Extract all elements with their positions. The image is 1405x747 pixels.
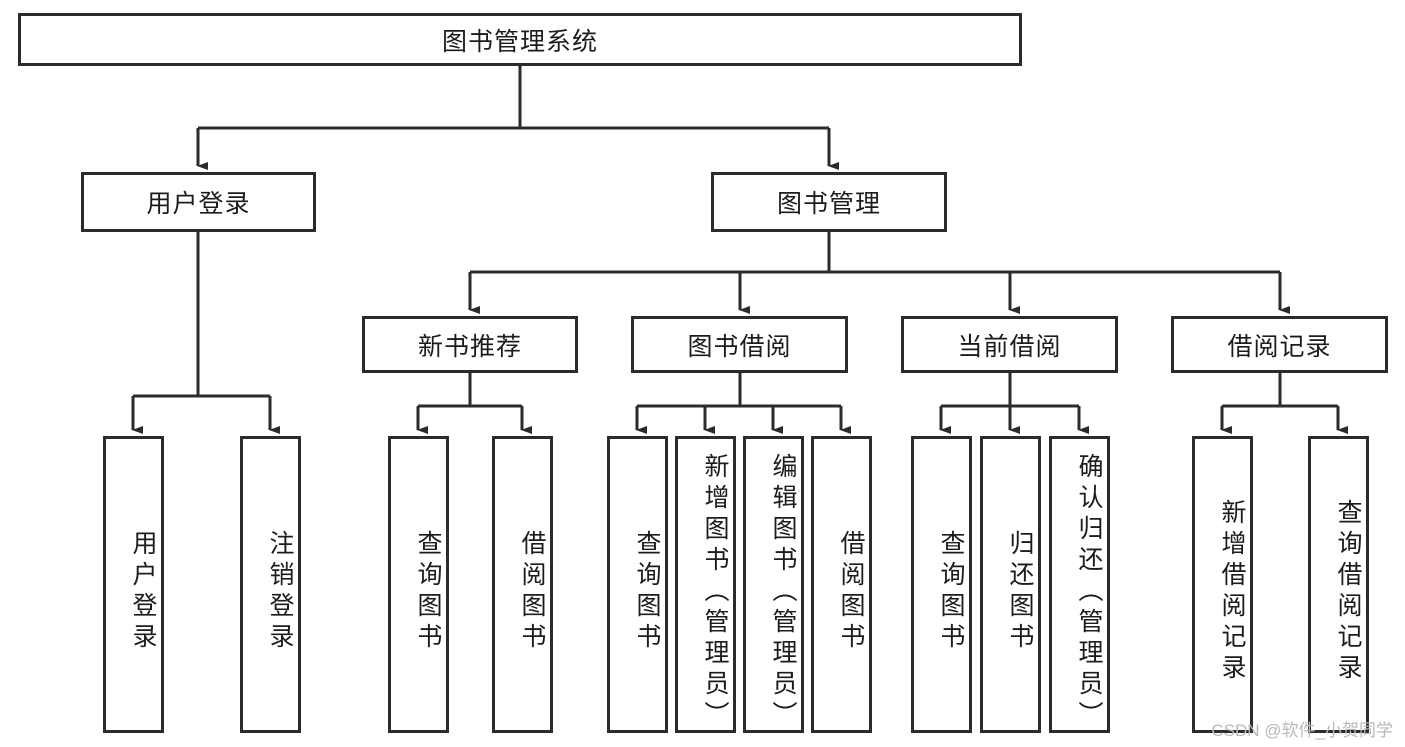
node-label: 查询图书 bbox=[937, 529, 965, 654]
node-label: 图书管理 bbox=[776, 190, 881, 218]
watermark-text: CSDN @软件_小贺同学 bbox=[1211, 721, 1393, 740]
node-label: 新增借阅记录 bbox=[1218, 498, 1246, 685]
node-label: 借阅记录 bbox=[1227, 332, 1332, 361]
node-label: 新增图书（管理员） bbox=[701, 453, 729, 732]
node-submodule-book-borrowing[interactable]: 图书借阅 bbox=[631, 316, 848, 373]
node-leaf-edit-book-admin[interactable]: 编辑图书（管理员） bbox=[743, 436, 804, 733]
node-label: 查询借阅记录 bbox=[1334, 498, 1362, 685]
node-label: 用户登录 bbox=[129, 529, 157, 654]
node-leaf-borrow-books-recommendation[interactable]: 借阅图书 bbox=[492, 436, 553, 733]
node-label: 编辑图书（管理员） bbox=[769, 453, 797, 732]
node-module-user-login[interactable]: 用户登录 bbox=[81, 172, 316, 232]
node-label: 当前借阅 bbox=[957, 332, 1062, 361]
node-leaf-query-books-current[interactable]: 查询图书 bbox=[911, 436, 972, 733]
node-label: 查询图书 bbox=[633, 529, 661, 654]
node-leaf-add-borrowing-record[interactable]: 新增借阅记录 bbox=[1192, 436, 1253, 733]
node-module-book-management[interactable]: 图书管理 bbox=[711, 172, 947, 232]
node-leaf-borrow-books-borrowing[interactable]: 借阅图书 bbox=[811, 436, 872, 733]
node-leaf-add-book-admin[interactable]: 新增图书（管理员） bbox=[675, 436, 736, 733]
node-label: 用户登录 bbox=[146, 190, 251, 218]
node-label: 图书借阅 bbox=[687, 332, 792, 361]
node-label: 查询图书 bbox=[414, 529, 442, 654]
node-label: 借阅图书 bbox=[518, 529, 546, 654]
node-label: 新书推荐 bbox=[417, 332, 522, 361]
node-label: 图书管理系统 bbox=[441, 27, 598, 56]
node-label: 注销登录 bbox=[266, 529, 294, 654]
node-submodule-new-book-recommendation[interactable]: 新书推荐 bbox=[362, 316, 578, 373]
node-leaf-user-login[interactable]: 用户登录 bbox=[103, 436, 164, 733]
node-label: 归还图书 bbox=[1006, 529, 1034, 654]
node-leaf-query-books-recommendation[interactable]: 查询图书 bbox=[388, 436, 449, 733]
node-leaf-query-borrowing-record[interactable]: 查询借阅记录 bbox=[1308, 436, 1369, 733]
node-leaf-query-books-borrowing[interactable]: 查询图书 bbox=[607, 436, 668, 733]
node-root-book-management-system[interactable]: 图书管理系统 bbox=[18, 13, 1022, 66]
node-leaf-logout[interactable]: 注销登录 bbox=[240, 436, 301, 733]
node-submodule-borrowing-records[interactable]: 借阅记录 bbox=[1171, 316, 1388, 373]
node-submodule-current-borrowing[interactable]: 当前借阅 bbox=[901, 316, 1118, 373]
node-label: 确认归还（管理员） bbox=[1075, 453, 1103, 732]
node-label: 借阅图书 bbox=[837, 529, 865, 654]
node-leaf-confirm-return-admin[interactable]: 确认归还（管理员） bbox=[1049, 436, 1110, 733]
node-leaf-return-books[interactable]: 归还图书 bbox=[980, 436, 1041, 733]
